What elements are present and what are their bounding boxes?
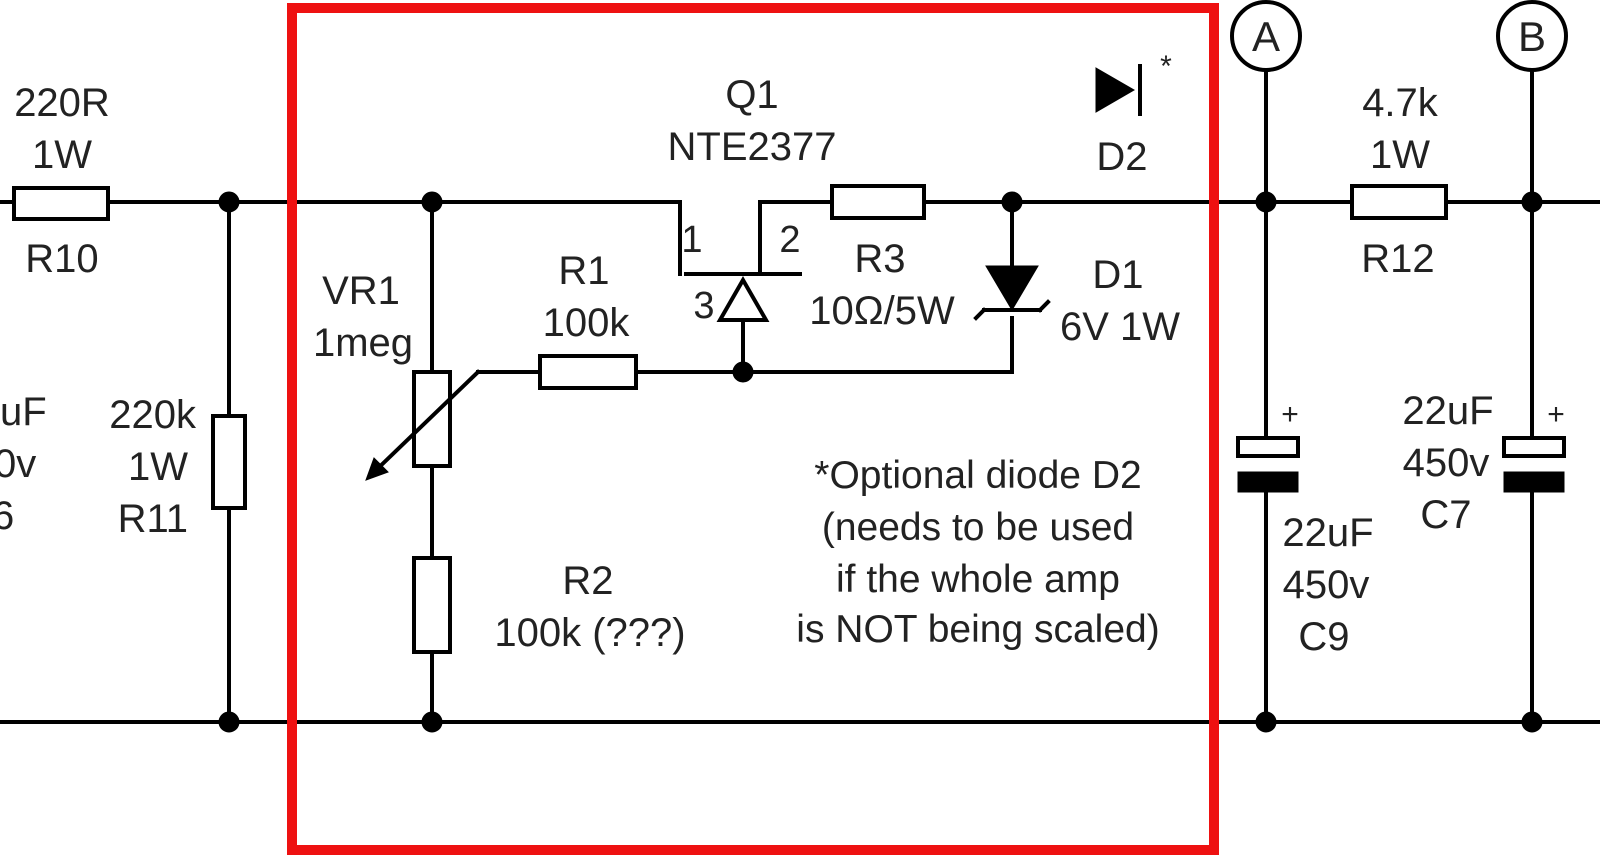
vr1-name: VR1 bbox=[322, 269, 400, 313]
d2-diode-triangle bbox=[1095, 67, 1135, 113]
c7-name: C7 bbox=[1420, 493, 1471, 537]
vr1-value: 1meg bbox=[313, 321, 413, 365]
r3-resistor bbox=[830, 184, 926, 220]
c9-voltage: 450v bbox=[1283, 563, 1370, 607]
d2-name: D2 bbox=[1096, 135, 1147, 179]
q1-triangle bbox=[716, 275, 770, 322]
junction-a-bottom bbox=[1255, 711, 1277, 733]
c7-plate-negative bbox=[1503, 471, 1565, 493]
junction-a-top bbox=[1255, 191, 1277, 213]
r1-value: 100k bbox=[543, 301, 631, 345]
vr1-wiper-arrow bbox=[369, 369, 481, 477]
junction-b-top bbox=[1521, 191, 1543, 213]
r12-value: 4.7k bbox=[1362, 81, 1439, 125]
junction-vr1-top bbox=[421, 191, 443, 213]
r3-value: 10Ω/5W bbox=[809, 289, 955, 333]
r11-value: 220k bbox=[109, 393, 197, 437]
r2-value: 100k (???) bbox=[494, 611, 685, 655]
junction-r11-bottom bbox=[218, 711, 240, 733]
r3-name: R3 bbox=[854, 237, 905, 281]
c7-value: 22uF bbox=[1402, 389, 1493, 433]
d2-asterisk: * bbox=[1160, 50, 1172, 83]
d1-value: 6V 1W bbox=[1060, 305, 1180, 349]
junction-r11-top bbox=[218, 191, 240, 213]
c7-plate-positive bbox=[1502, 436, 1566, 458]
r2-name: R2 bbox=[562, 559, 613, 603]
c9-plate-positive bbox=[1236, 436, 1300, 458]
r2-resistor bbox=[412, 556, 452, 654]
r11-power: 1W bbox=[128, 445, 188, 489]
middle-wire bbox=[476, 316, 1014, 374]
r10-value: 220R bbox=[14, 81, 110, 125]
c6-value: uF bbox=[0, 390, 47, 434]
q1-body bbox=[678, 200, 802, 374]
vr1-arrowhead bbox=[365, 457, 389, 481]
r10-power: 1W bbox=[32, 133, 92, 177]
q1-name: Q1 bbox=[725, 73, 778, 117]
c6-name: 6 bbox=[0, 494, 14, 538]
c7-plus: + bbox=[1547, 398, 1565, 431]
q1-pin1: 1 bbox=[681, 219, 702, 261]
r11-name: R11 bbox=[118, 497, 188, 541]
d1-zener-triangle bbox=[985, 265, 1039, 311]
r11-resistor bbox=[211, 414, 247, 510]
d1-name: D1 bbox=[1092, 253, 1143, 297]
junction-r2-bottom bbox=[421, 711, 443, 733]
note-line-2: (needs to be used bbox=[822, 506, 1134, 549]
r1-name: R1 bbox=[558, 249, 609, 293]
note-line-4: is NOT being scaled) bbox=[796, 608, 1159, 651]
c9-plus: + bbox=[1281, 398, 1299, 431]
r12-resistor bbox=[1350, 184, 1448, 220]
junction-b-bottom bbox=[1521, 711, 1543, 733]
c6-voltage: 0v bbox=[0, 442, 36, 486]
r10-resistor bbox=[12, 186, 110, 221]
highlight-box bbox=[287, 3, 1219, 855]
c9-plate-negative bbox=[1237, 471, 1299, 493]
c9-name: C9 bbox=[1298, 615, 1349, 659]
r12-power: 1W bbox=[1370, 133, 1430, 177]
q1-part: NTE2377 bbox=[668, 125, 837, 169]
q1-pin2: 2 bbox=[779, 219, 800, 261]
q1-pin3: 3 bbox=[693, 285, 714, 327]
c7-voltage: 450v bbox=[1403, 441, 1490, 485]
r10-name: R10 bbox=[25, 237, 98, 281]
note-line-3: if the whole amp bbox=[836, 558, 1120, 601]
d1-zener-bar bbox=[973, 299, 1051, 321]
r1-resistor bbox=[538, 354, 638, 390]
node-a-label: A bbox=[1252, 13, 1280, 60]
note-line-1: *Optional diode D2 bbox=[814, 454, 1141, 497]
r12-name: R12 bbox=[1361, 237, 1434, 281]
node-b-label: B bbox=[1518, 13, 1546, 60]
c9-value: 22uF bbox=[1282, 511, 1373, 555]
